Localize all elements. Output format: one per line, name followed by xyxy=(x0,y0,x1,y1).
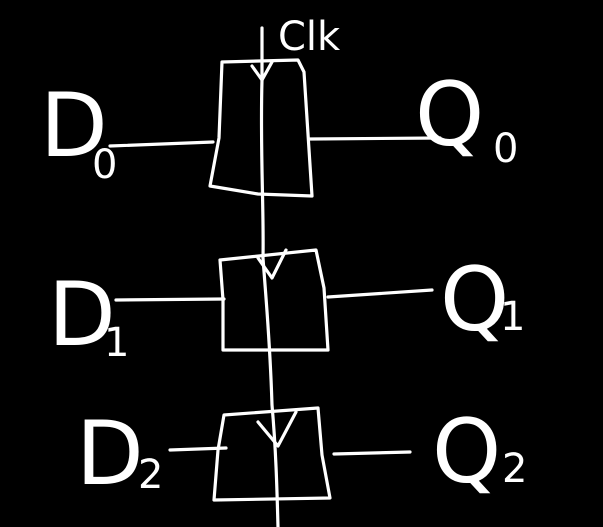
input-d0-subscript: 0 xyxy=(92,142,117,188)
output-q2-subscript: 2 xyxy=(502,446,527,492)
input-d2-letter: D xyxy=(76,402,144,505)
output-q2-letter: Q xyxy=(432,400,501,503)
flip-flop-2: D 2 Q 2 xyxy=(76,400,527,505)
flip-flop-2-output-wire xyxy=(332,450,412,456)
output-q0-subscript: 0 xyxy=(493,126,518,172)
clock-line xyxy=(259,78,280,527)
flip-flop-1-box xyxy=(218,248,330,352)
clock-label: Clk xyxy=(278,14,341,60)
flip-flop-2-input-wire xyxy=(168,446,228,452)
flip-flop-1-output-wire xyxy=(326,288,434,299)
input-d2-subscript: 2 xyxy=(138,452,163,498)
output-q1-subscript: 1 xyxy=(500,294,525,340)
flip-flop-0-output-wire xyxy=(308,136,442,141)
flip-flop-0: D 0 Q 0 xyxy=(40,58,518,198)
clock-arrow-icon xyxy=(250,26,274,82)
flip-flop-0-input-wire xyxy=(108,140,215,148)
output-q1-letter: Q xyxy=(440,248,509,351)
input-d1-letter: D xyxy=(48,263,116,366)
flip-flop-2-box xyxy=(212,406,332,502)
flip-flop-1: D 1 Q 1 xyxy=(48,248,525,366)
output-q0-letter: Q xyxy=(415,63,484,166)
flip-flop-0-box xyxy=(208,58,314,198)
input-d0-letter: D xyxy=(40,74,108,177)
flip-flop-1-input-wire xyxy=(114,297,226,302)
flip-flop-1-clock-wedge-icon xyxy=(256,248,288,280)
flip-flop-2-clock-wedge-icon xyxy=(256,410,298,448)
input-d1-subscript: 1 xyxy=(104,320,129,366)
